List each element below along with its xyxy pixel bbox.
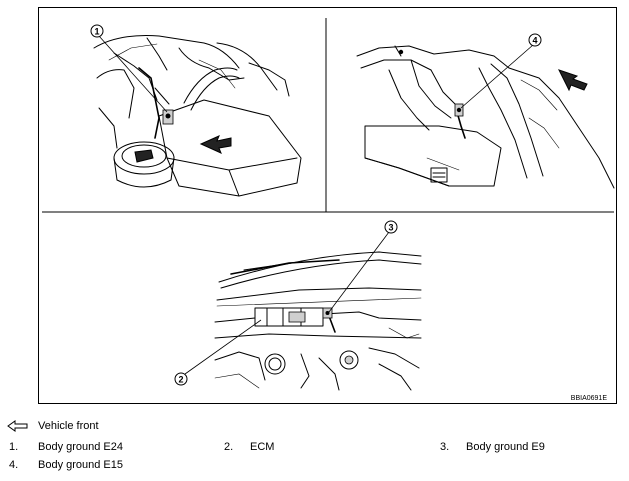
vehicle-front-arrow-icon: [7, 420, 28, 433]
callout-3: 3: [388, 223, 393, 233]
callout-2: 2: [178, 375, 183, 385]
legend-item-1-num: 1.: [9, 441, 19, 453]
callout-4: 4: [532, 36, 537, 46]
legend-item-3-num: 3.: [440, 441, 450, 453]
legend-item-1: 1. Body ground E24: [9, 441, 123, 454]
panel-engine-top-right: 4: [356, 33, 615, 189]
legend-item-1-label: Body ground E24: [38, 441, 124, 453]
legend-item-3-label: Body ground E9: [466, 441, 545, 453]
legend-item-4-num: 4.: [9, 459, 19, 471]
figure-code: BBIA0691E: [571, 395, 608, 402]
legend-item-3: 3. Body ground E9: [440, 441, 545, 454]
callout-1: 1: [94, 27, 99, 37]
figure-drawing: 1 4: [42, 18, 615, 402]
figure-frame: 1 4: [38, 7, 617, 404]
legend-item-2-label: ECM: [250, 441, 275, 453]
panel-engine-bottom: 3 2: [174, 220, 422, 391]
legend-item-2-num: 2.: [224, 441, 234, 453]
legend-item-4-label: Body ground E15: [38, 459, 124, 471]
legend-direction-label: Vehicle front: [38, 420, 99, 432]
legend-item-4: 4. Body ground E15: [9, 459, 123, 472]
panel-engine-top-left: 1: [90, 24, 302, 197]
legend-item-2: 2. ECM: [224, 441, 274, 454]
legend-direction: Vehicle front: [7, 420, 99, 433]
